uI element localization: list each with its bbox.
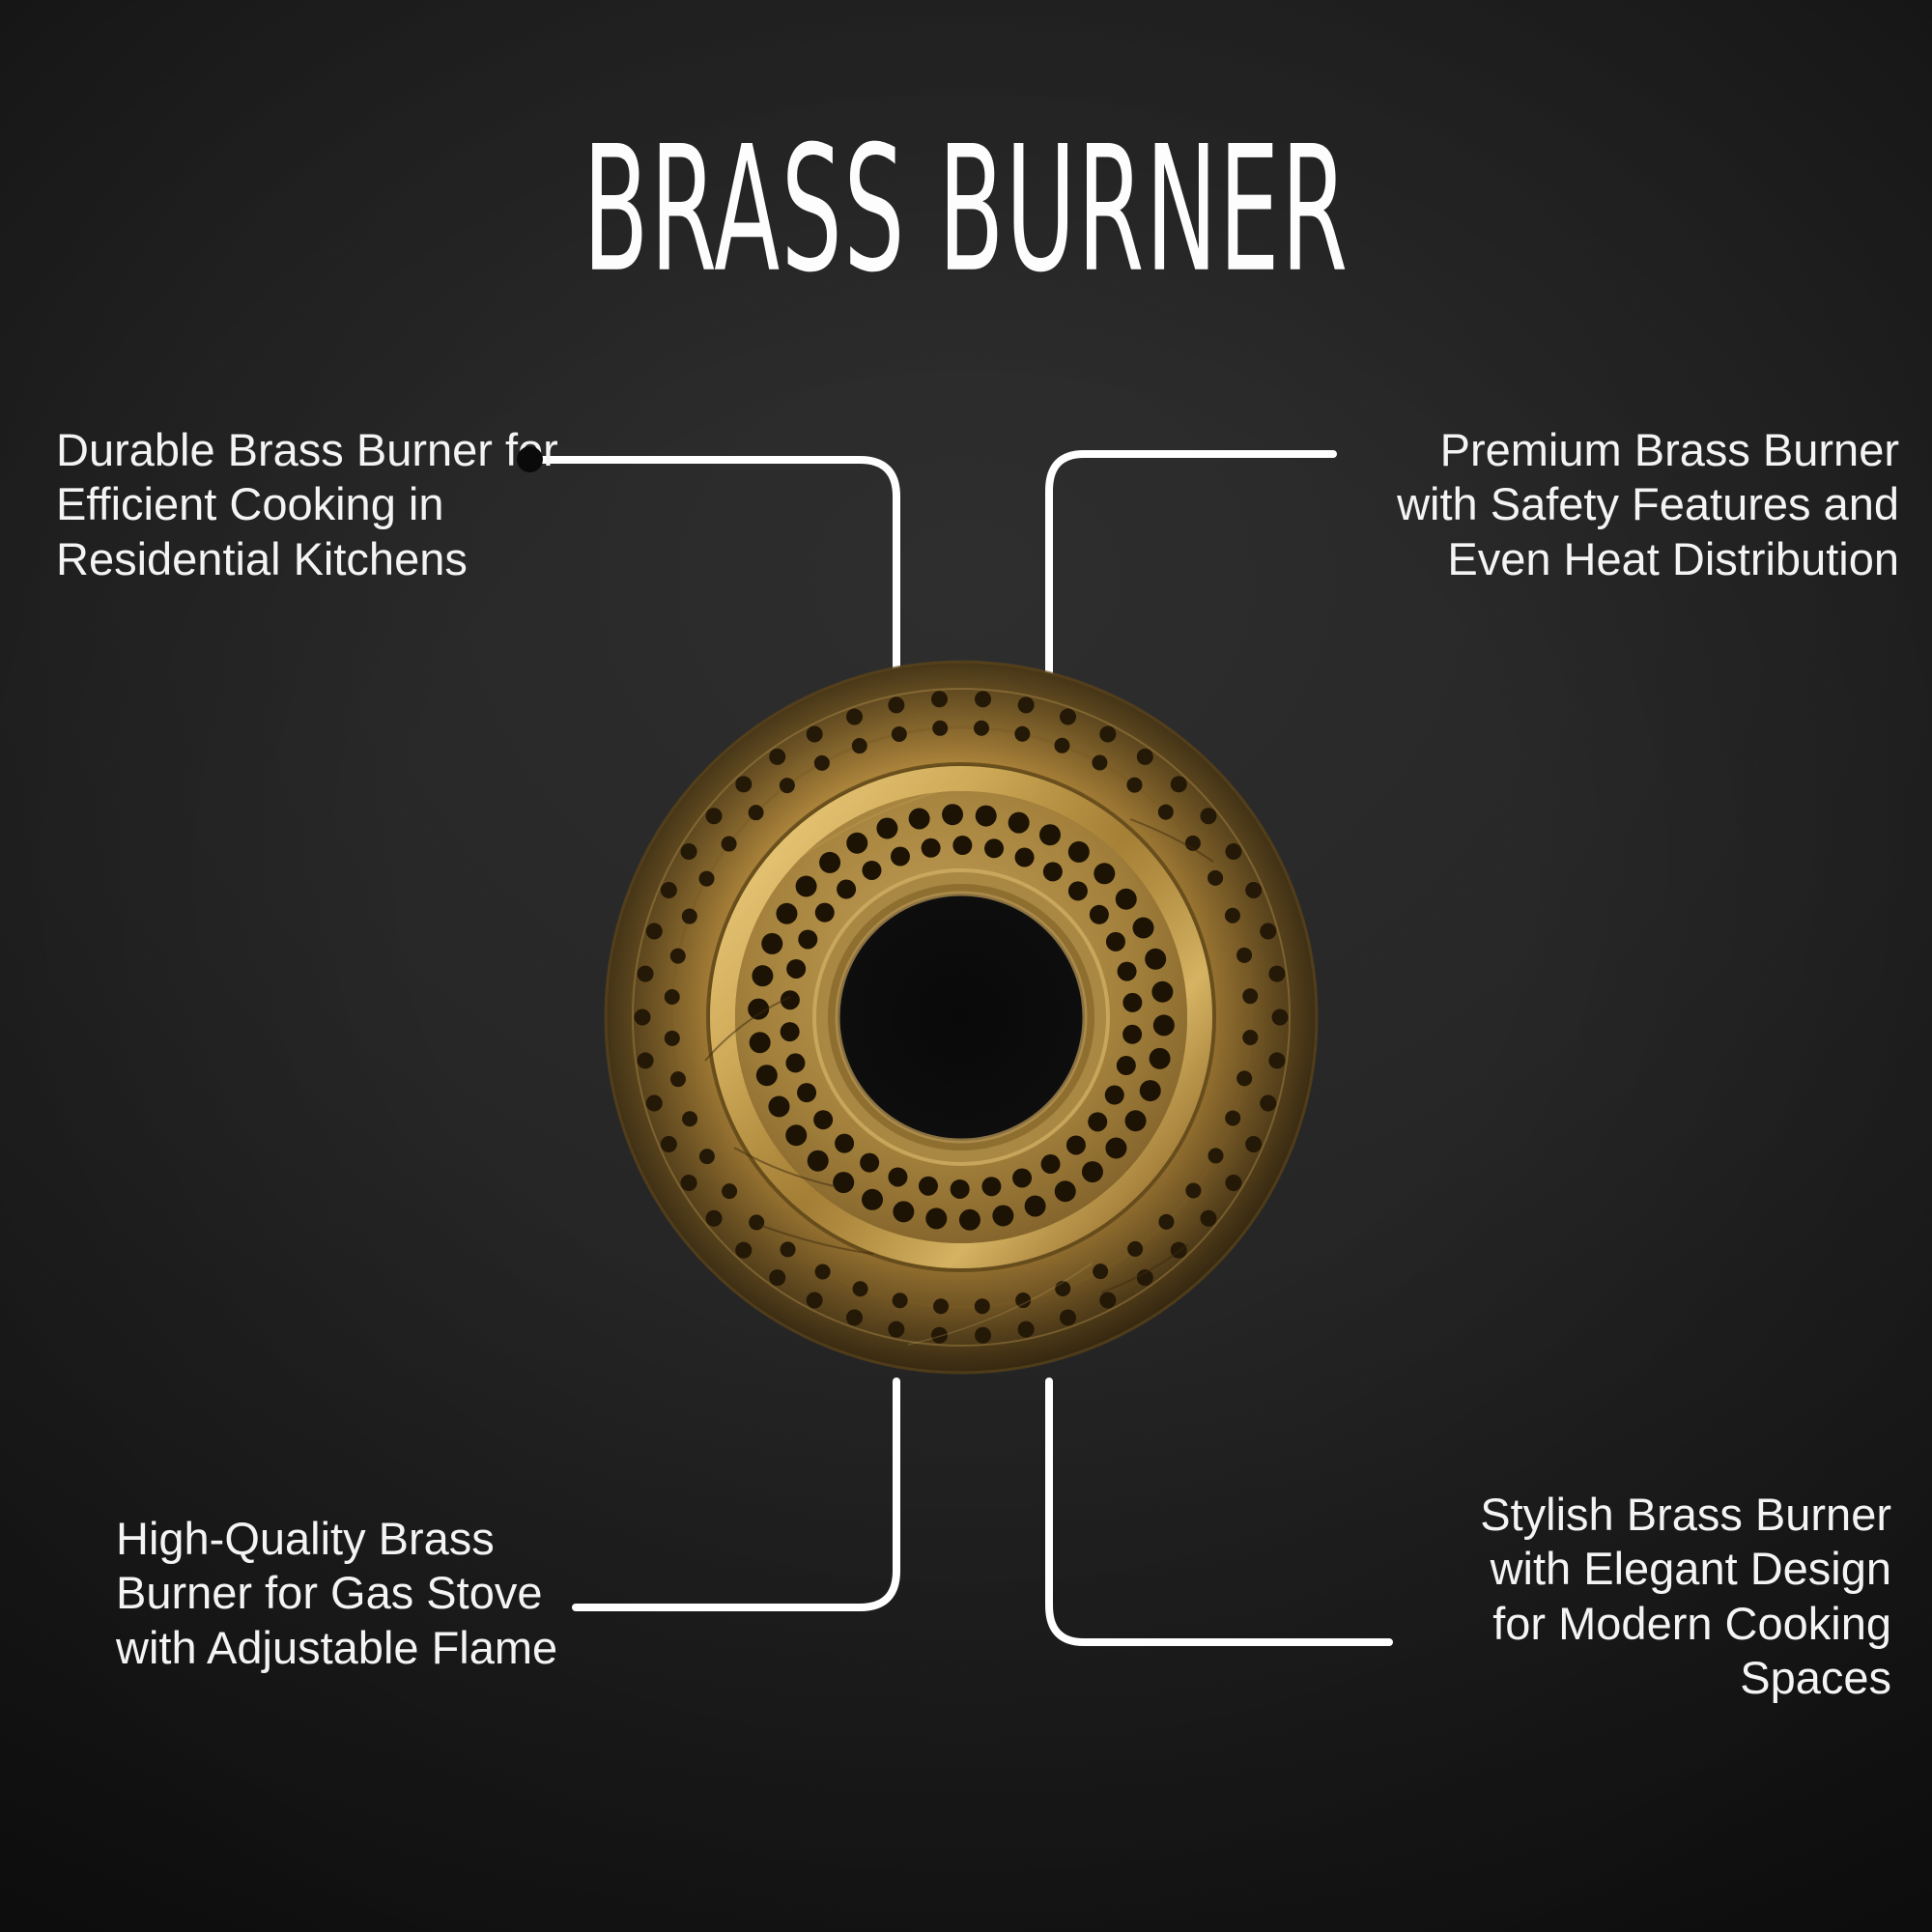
brass-burner-image xyxy=(604,660,1319,1375)
page-title: BRASS BURNER xyxy=(582,108,1350,311)
callout-bottom-right: Stylish Brass Burner with Elegant Design… xyxy=(1480,1489,1891,1704)
connector-line-bottom-right xyxy=(1045,1378,1393,1646)
connector-line-bottom-left xyxy=(572,1378,900,1611)
connector-line-top-left xyxy=(529,456,900,680)
callout-anchor-dot xyxy=(517,446,543,472)
callout-top-right: Premium Brass Burner with Safety Feature… xyxy=(1397,424,1899,584)
callout-top-left: Durable Brass Burner for Efficient Cooki… xyxy=(56,424,558,584)
callout-bottom-left: High-Quality Brass Burner for Gas Stove … xyxy=(116,1513,558,1673)
connector-line-top-right xyxy=(1045,450,1337,680)
